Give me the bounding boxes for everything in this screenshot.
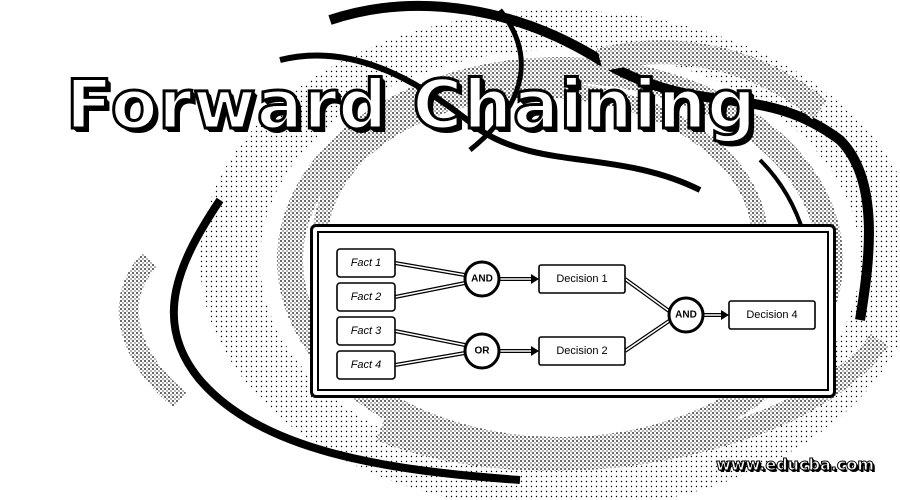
gate-and-2: AND: [667, 296, 705, 334]
decision-node-2: Decision 2: [538, 336, 626, 366]
page-title: Forward Chaining: [65, 66, 758, 145]
gate-label-and-1: AND: [471, 274, 493, 285]
fact-node-1: Fact 1: [336, 248, 396, 278]
edge-and2-decision4: [703, 310, 729, 320]
decision-node-4: Decision 4: [728, 300, 816, 330]
decision-label-1: Decision 1: [556, 273, 607, 285]
website-watermark: www.educba.com: [715, 455, 874, 475]
edge-fact2-and: [394, 281, 466, 299]
decision-node-1: Decision 1: [538, 264, 626, 294]
edge-or-decision2: [499, 346, 539, 356]
edge-decision1-and2: [623, 277, 671, 313]
edge-fact4-or: [394, 351, 466, 367]
fact-label-1: Fact 1: [351, 257, 382, 269]
edge-fact1-and: [394, 261, 466, 277]
gate-label-and-2: AND: [675, 310, 697, 321]
decision-label-2: Decision 2: [556, 345, 607, 357]
fact-label-2: Fact 2: [351, 291, 382, 303]
edge-and-decision1: [499, 274, 539, 284]
gate-or: OR: [463, 332, 501, 370]
edge-fact3-or: [394, 329, 466, 347]
gate-and-1: AND: [463, 260, 501, 298]
fact-label-3: Fact 3: [351, 325, 382, 337]
forward-chaining-diagram: Fact 1 Fact 2 Fact 3 Fact 4 AND OR AND: [310, 224, 836, 398]
decision-label-4: Decision 4: [746, 309, 797, 321]
gate-label-or: OR: [475, 346, 491, 357]
fact-label-4: Fact 4: [351, 359, 382, 371]
fact-node-2: Fact 2: [336, 282, 396, 312]
flow-graph: Fact 1 Fact 2 Fact 3 Fact 4 AND OR AND: [336, 248, 816, 380]
fact-node-4: Fact 4: [336, 350, 396, 380]
fact-node-3: Fact 3: [336, 316, 396, 346]
edge-decision2-and2: [623, 319, 671, 353]
